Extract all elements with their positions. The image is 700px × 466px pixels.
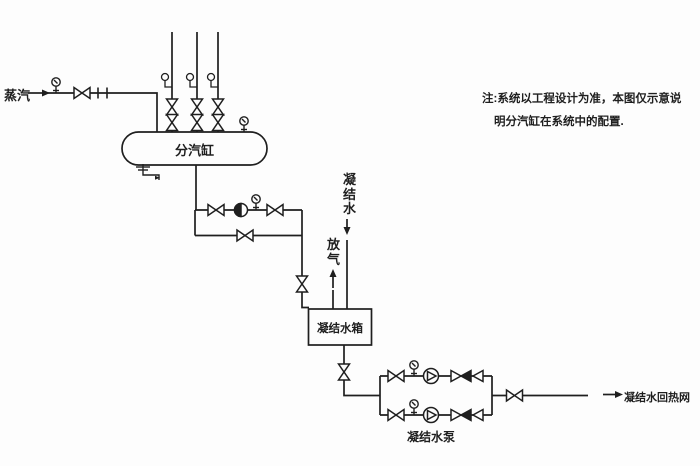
downcomer-valve: [295, 275, 309, 293]
steam-inlet-valve: [73, 86, 91, 100]
pump1-suction-valve: [387, 369, 405, 383]
header-gauge-icon: [239, 116, 249, 133]
bypass-valve-2: [266, 203, 284, 217]
riser1-valve-lower: [165, 113, 179, 132]
riser3-valve-lower: [211, 113, 225, 132]
riser2-gauge-icon: [185, 72, 197, 88]
return-flow-arrow: [603, 391, 623, 398]
riser3-valve-upper: [211, 98, 225, 116]
riser2-valve-lower: [190, 113, 204, 132]
pump2-gauge-icon: [409, 399, 419, 416]
riser2-valve-upper: [190, 98, 204, 116]
tank-outlet-pipe: [343, 345, 380, 397]
steam-header-label: 分汽缸: [174, 143, 214, 158]
note-line-2: 明分汽缸在系统中的配置.: [494, 116, 624, 128]
header-drain-fitting: [136, 164, 160, 180]
steam-source-label: 蒸汽: [4, 88, 31, 103]
vent-label: 放气: [326, 237, 340, 267]
riser1-gauge-icon: [160, 72, 172, 88]
condensate-pump-1-icon: [422, 367, 440, 385]
condensate-pump-2-icon: [422, 406, 440, 424]
bypass-lower-valve: [236, 229, 254, 242]
steam-trap-icon: [233, 202, 249, 218]
downcomer-pipe: [301, 210, 309, 309]
steam-inlet-gauge-icon: [51, 77, 61, 94]
pump1-check-valve: [450, 369, 484, 383]
discharge-valve: [505, 389, 524, 402]
steam-header-vessel: [121, 131, 268, 166]
note-line-1: 注:系统以工程设计为准，本图仅示意说: [482, 93, 682, 105]
condensate-tank-label: 凝结水箱: [317, 323, 363, 335]
bypass-valve-1: [207, 203, 225, 217]
condensate-inlet-arrow: [343, 219, 351, 235]
steam-flow-arrow: [28, 89, 50, 97]
riser3-gauge-icon: [206, 72, 218, 88]
bypass-gauge-icon: [251, 194, 261, 211]
steam-inlet-pipe: [46, 92, 158, 132]
condensate-return-label: 凝结水回热网: [624, 392, 690, 404]
condensate-inlet-label: 凝结水: [342, 172, 356, 216]
pump1-gauge-icon: [409, 360, 419, 377]
riser1-valve-upper: [165, 98, 179, 116]
pump2-suction-valve: [387, 408, 405, 422]
pump2-check-valve: [450, 408, 484, 422]
condensate-pump-label: 凝结水泵: [407, 430, 456, 444]
condensate-tank-vessel: [307, 308, 373, 346]
vent-arrow: [329, 269, 337, 288]
tank-outlet-valve: [337, 363, 351, 381]
